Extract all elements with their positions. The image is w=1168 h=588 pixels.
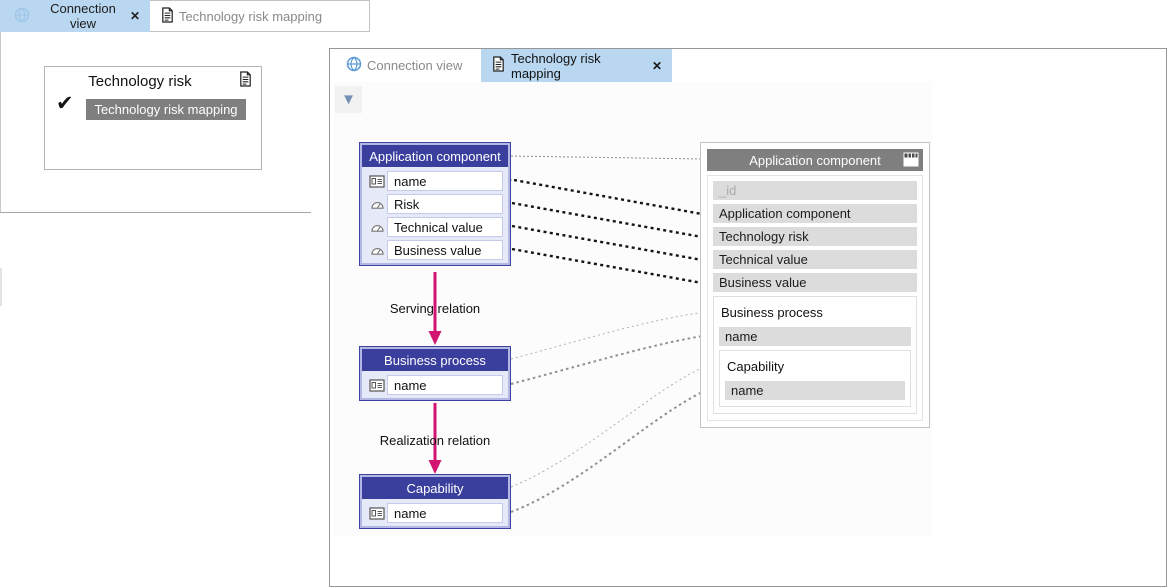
back-tab-technology-risk-mapping[interactable]: Technology risk mapping [150, 0, 370, 32]
tab-label: Connection view [50, 1, 116, 31]
document-icon [491, 56, 506, 75]
entity-capability[interactable]: Capability name [359, 474, 511, 529]
target-row-technical-value[interactable]: Technical value [713, 250, 917, 269]
tab-label: Technology risk mapping [511, 50, 601, 81]
document-icon [238, 71, 253, 92]
entity-header[interactable]: Business process [362, 349, 508, 371]
entity-business-process[interactable]: Business process name [359, 346, 511, 401]
idcard-icon [367, 174, 387, 188]
field-label: Technical value [387, 217, 503, 237]
mapping-tag[interactable]: Technology risk mapping [86, 99, 246, 120]
field-risk[interactable]: Risk [367, 194, 503, 214]
target-entity-application-component[interactable]: Application component _id Application co… [700, 142, 930, 428]
tab-label: Technology risk mapping [179, 8, 323, 24]
target-row-application-component[interactable]: Application component [713, 204, 917, 223]
entity-application-component[interactable]: Application component name Risk Technica… [359, 142, 511, 266]
back-window-divider [0, 212, 311, 213]
tab-connection-view[interactable]: Connection view [336, 49, 478, 82]
field-label: Risk [387, 194, 503, 214]
target-group-capability: Capability name [719, 350, 911, 407]
target-row-bp-name[interactable]: name [719, 327, 911, 346]
target-group-business-process: Business process name Capability name [713, 296, 917, 414]
field-label: name [387, 503, 503, 523]
back-tab-connection-view[interactable]: Connection view ✕ [0, 0, 150, 32]
gauge-icon [367, 244, 387, 256]
group-label[interactable]: Capability [727, 359, 785, 374]
node-title: Technology risk [88, 73, 192, 90]
field-label: name [387, 171, 503, 191]
target-row-business-value[interactable]: Business value [713, 273, 917, 292]
technology-risk-node[interactable]: Technology risk ✔ Technology risk mappin… [44, 66, 262, 170]
target-entity-body: _id Application component Technology ris… [707, 175, 923, 421]
target-entity-header[interactable]: Application component [707, 149, 923, 171]
entity-header[interactable]: Application component [362, 145, 508, 167]
mapping-window: Connection view Technology risk mapping … [329, 48, 1167, 587]
field-name[interactable]: name [367, 171, 503, 191]
gauge-icon [367, 198, 387, 210]
close-icon[interactable]: ✕ [651, 58, 662, 73]
collapse-button[interactable]: ▼ [335, 86, 362, 113]
target-row-cap-name[interactable]: name [725, 381, 905, 400]
field-label: name [387, 375, 503, 395]
checkmark-icon: ✔ [56, 92, 74, 115]
gauge-icon [367, 221, 387, 233]
field-label: Business value [387, 240, 503, 260]
group-label[interactable]: Business process [721, 305, 823, 320]
field-name[interactable]: name [367, 375, 503, 395]
target-row-technology-risk[interactable]: Technology risk [713, 227, 917, 246]
globe-icon [14, 7, 30, 26]
field-technical-value[interactable]: Technical value [367, 217, 503, 237]
entity-header[interactable]: Capability [362, 477, 508, 499]
serving-relation-label[interactable]: Serving relation [389, 301, 481, 316]
tab-technology-risk-mapping[interactable]: Technology risk mapping ✕ [481, 49, 672, 82]
target-row-id[interactable]: _id [713, 181, 917, 200]
realization-relation-label[interactable]: Realization relation [379, 433, 491, 448]
back-window-edge [0, 268, 2, 306]
close-icon[interactable]: ✕ [129, 9, 140, 23]
field-name[interactable]: name [367, 503, 503, 523]
idcard-icon [367, 506, 387, 520]
document-icon [160, 6, 175, 26]
globe-icon [346, 56, 362, 75]
tab-label: Connection view [367, 58, 463, 73]
table-icon [903, 152, 919, 170]
target-entity-title: Application component [749, 152, 881, 168]
idcard-icon [367, 378, 387, 392]
field-business-value[interactable]: Business value [367, 240, 503, 260]
back-window-left-border [0, 0, 1, 213]
